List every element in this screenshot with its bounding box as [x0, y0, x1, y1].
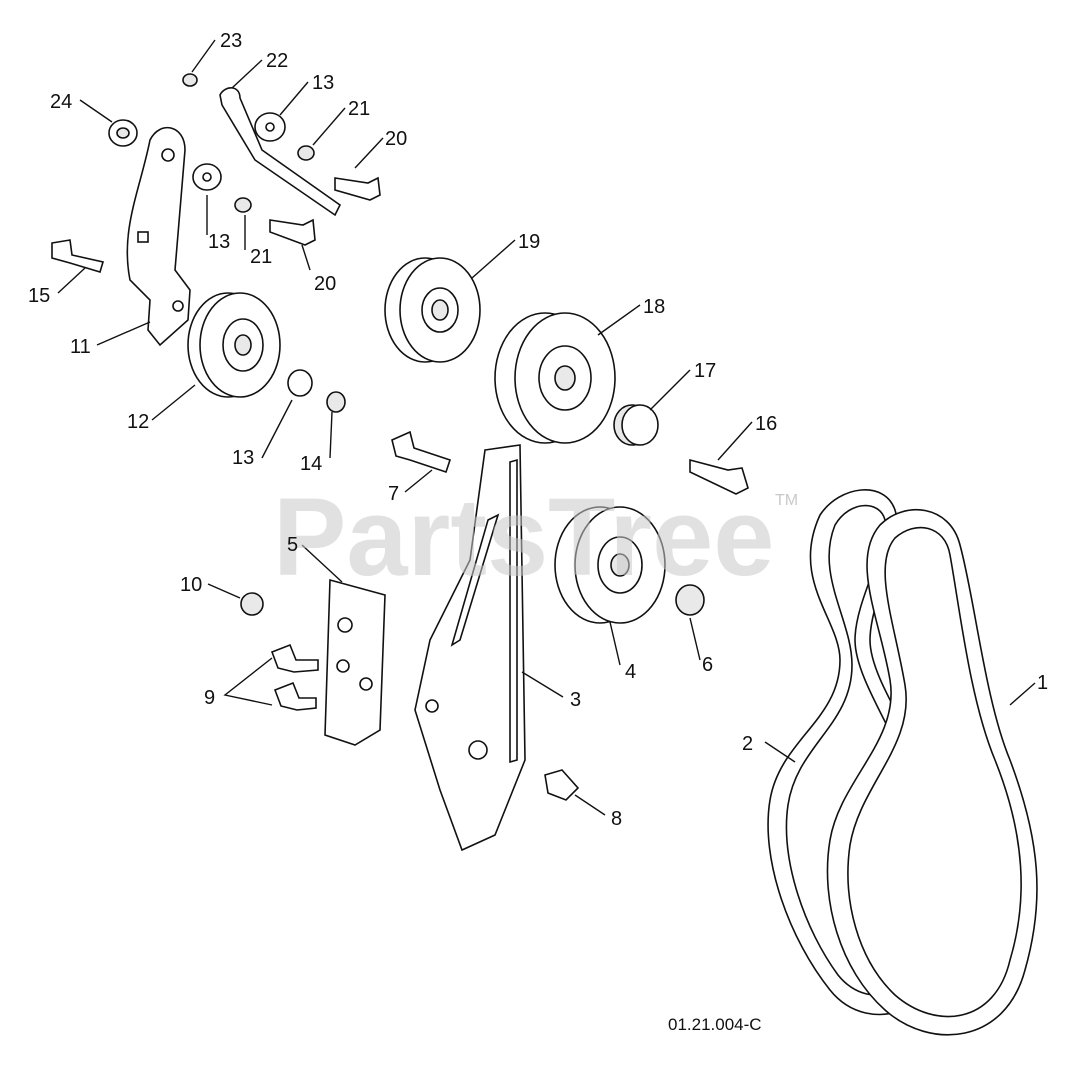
leader-lines: [57, 39, 1036, 816]
bolt-8: [544, 769, 580, 801]
callout-23: 23: [220, 30, 242, 52]
pulley-18: [494, 312, 616, 444]
pulley-12: [187, 292, 281, 398]
callout-8: 8: [611, 808, 622, 830]
rod-22: [219, 87, 342, 217]
bolt-7: [391, 430, 452, 474]
callout-12: 12: [127, 411, 149, 433]
washer-13: [287, 369, 313, 397]
callout-16: 16: [755, 413, 777, 435]
flange-nut-10: [240, 592, 264, 616]
nut-14: [326, 391, 346, 413]
callout-labels: 23 22 13 21 20 24 13 21 20 15 11 19 18 1…: [28, 30, 1048, 830]
callout-15: 15: [28, 285, 50, 307]
callout-19: 19: [518, 231, 540, 253]
callout-14: 14: [300, 453, 322, 475]
callout-7: 7: [388, 483, 399, 505]
callout-24: 24: [50, 91, 72, 113]
callout-21-top: 21: [348, 98, 370, 120]
pulley-19: [384, 257, 481, 363]
callout-13-mid: 13: [208, 231, 230, 253]
callout-10: 10: [180, 574, 202, 596]
bolt-16: [689, 458, 749, 495]
callout-20-mid: 20: [314, 273, 336, 295]
watermark-text: PartsTree: [273, 476, 774, 599]
callout-3: 3: [570, 689, 581, 711]
plate-5: [324, 578, 386, 746]
callout-17: 17: [694, 360, 716, 382]
watermark-trademark: TM: [775, 492, 798, 509]
nut-6: [675, 584, 705, 616]
callout-4: 4: [625, 661, 636, 683]
callout-22: 22: [266, 50, 288, 72]
spacer-17: [613, 404, 659, 446]
callout-13-low: 13: [232, 447, 254, 469]
callout-1: 1: [1037, 672, 1048, 694]
belt-1: [826, 508, 1038, 1036]
callout-6: 6: [702, 654, 713, 676]
bolt-9-lower: [273, 681, 317, 711]
idler-arm-bracket: [126, 126, 191, 347]
callout-9: 9: [204, 687, 215, 709]
reference-code: 01.21.004-C: [668, 1015, 762, 1034]
idler-arm-3: [414, 444, 526, 852]
callout-18: 18: [643, 296, 665, 318]
callout-11: 11: [70, 336, 91, 358]
callout-13-top: 13: [312, 72, 334, 94]
callout-2: 2: [742, 733, 753, 755]
callout-20-top: 20: [385, 128, 407, 150]
pulley-4: [554, 506, 666, 624]
callout-5: 5: [287, 534, 298, 556]
bolt-9-upper: [270, 643, 319, 673]
small-hardware-top: [51, 73, 381, 273]
callout-21-mid: 21: [250, 246, 272, 268]
